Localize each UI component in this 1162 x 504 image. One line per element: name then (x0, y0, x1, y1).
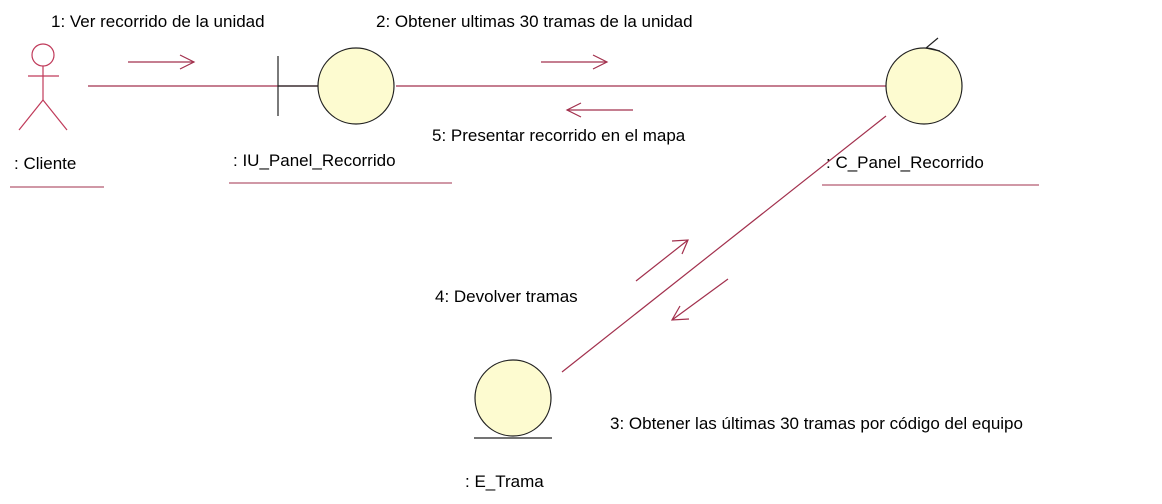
object-label-iu-panel: : IU_Panel_Recorrido (233, 151, 396, 170)
message-2-label: 2: Obtener ultimas 30 tramas de la unida… (376, 12, 693, 31)
actor-icon (18, 43, 68, 131)
arrow-message-5 (565, 102, 633, 118)
message-4-label: 4: Devolver tramas (435, 287, 578, 306)
message-5-label: 5: Presentar recorrido en el mapa (432, 126, 686, 145)
object-label-c-panel: : C_Panel_Recorrido (826, 153, 984, 172)
arrow-message-1 (128, 54, 196, 70)
control-icon (885, 37, 963, 125)
link-control-entity (561, 115, 887, 373)
entity-icon (474, 359, 552, 439)
object-label-cliente: : Cliente (14, 154, 77, 173)
arrow-message-4 (635, 239, 689, 282)
object-label-e-trama: : E_Trama (465, 472, 544, 491)
message-1-label: 1: Ver recorrido de la unidad (51, 12, 265, 31)
arrow-message-3 (670, 278, 729, 321)
message-3-label: 3: Obtener las últimas 30 tramas por cód… (610, 414, 1023, 433)
boundary-icon (277, 47, 395, 125)
arrow-message-2 (541, 54, 609, 70)
